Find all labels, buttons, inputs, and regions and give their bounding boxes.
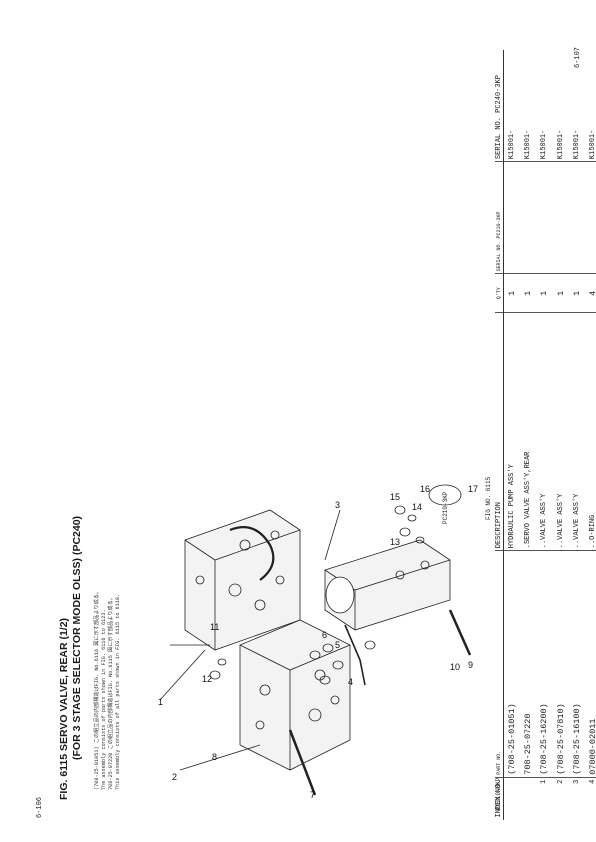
col-header-qty: Q'TY [495,273,504,313]
exploded-parts-diagram: 1 2 3 4 5 6 7 8 9 10 11 12 13 14 15 16 1… [158,484,478,800]
cell-qty: 1 [503,273,521,313]
note-line: This assembly consists of all parts show… [115,593,121,790]
cell-serial-pc240: K15001- [556,129,565,160]
callout-14: 14 [412,502,422,512]
callout-11: 11 [210,622,219,632]
left-page-number: 6-106 [36,796,44,818]
fig-no-label: FIG NO. 6115 [485,476,492,520]
cell-serial-pc240: K15001- [540,129,549,160]
col-header-serial-pc210: SERIAL NO. PC210-3KP [495,161,504,274]
cell-index [503,777,521,820]
cell-serial-pc240: K15001- [589,129,596,160]
cell-qty: 1 [568,273,585,313]
cell-index: 3 [568,777,585,820]
cell-qty: 1 [552,273,569,313]
callout-5: 5 [335,640,340,650]
cell-part-no: (708-25-16100) [568,550,585,778]
valve-body-lower [239,619,351,771]
note-line: (708-25-01051) この組立品の内部構造はFIG. No.6116 図… [94,588,100,790]
cell-description: HYDRAULIC PUMP ASS'Y [503,312,521,551]
cell-serial-pc210 [536,161,553,274]
cell-serial-pc210 [584,161,596,274]
cell-part-no: (708-25-16200) [536,550,553,778]
table-header-row: INDEX NO. PART NO. DESCRIPTION Q'TY SERI… [495,50,504,820]
cell-description: ..VALVE ASS'Y [568,312,585,551]
note-line: 708-25-07220 この組立品の内部構造はFIG. No.6115 図に示… [108,595,114,790]
right-page-number: 6-107 [574,46,582,68]
callout-6: 6 [322,630,327,640]
cell-description: .SERVO VALVE ASS'Y,REAR [520,312,537,551]
bolt-7 [288,729,317,796]
callout-1: 1 [158,697,163,707]
callout-4: 4 [348,677,353,687]
cell-qty: 4 [584,273,596,313]
callout-10: 10 [450,662,460,672]
cell-serial-pc210 [568,161,585,274]
cell-serial-pc210 [520,161,537,274]
callout-13: 13 [390,537,400,547]
callout-17: 17 [468,484,478,494]
cell-index [520,777,537,820]
bolt-9 [448,609,472,656]
callout-9: 9 [468,660,473,670]
cell-serial-pc240: K15001- [508,129,517,160]
cell-part-no: 708-25-07220 [520,550,537,778]
cell-part-no: (708-25-01051) [503,550,521,778]
cell-index: 1 [536,777,553,820]
callout-8: 8 [212,752,217,762]
figure-title-line1: FIG. 6115 SERVO VALVE, REAR (1/2) [58,617,70,800]
callout-2: 2 [172,772,177,782]
cell-serial-pc240: K15001- [524,129,533,160]
col-header-description: DESCRIPTION [495,312,504,551]
callout-15: 15 [390,492,400,502]
o-ring-17 [428,484,462,506]
parts-list: FIG NO. 6115 INDEX NO. PART NO. DESCRIPT… [485,50,596,820]
cell-description: ..O-RING [584,312,596,551]
col-header-serial-pc240: SERIAL NO. PC240-3KP [495,50,504,162]
cell-part-no: (708-25-07810) [552,550,569,778]
parts-table: INDEX NO. PART NO. DESCRIPTION Q'TY SERI… [495,50,596,820]
right-footer-model: PC210-3KP [495,777,502,810]
cell-description: ..VALVE ASS'Y [552,312,569,551]
solenoid-valve [324,539,451,686]
cell-part-no: 07000-02011 [584,550,596,778]
note-line: The assembly consists of parts shown in … [101,609,107,790]
figure-notes: (708-25-01051) この組立品の内部構造はFIG. No.6116 図… [94,589,122,790]
figure-title-line2: (FOR 3 STAGE SELECTOR MODE OLSS) (PC240) [71,515,83,760]
callout-16: 16 [420,484,430,494]
figure-title: FIG. 6115 SERVO VALVE, REAR (1/2) (FOR 3… [58,516,84,800]
cell-qty: 1 [536,273,553,313]
callout-12: 12 [202,674,212,684]
col-header-part-no: PART NO. [495,550,504,778]
cell-description: ..VALVE ASS'Y [536,312,553,551]
cell-qty: 1 [520,273,537,313]
table-row: 407000-02011..O-RING4K15001- [584,50,596,820]
cell-serial-pc210 [552,161,569,274]
cell-index: 2 [552,777,569,820]
cell-serial-pc210 [503,161,521,274]
cell-index: 4 [584,777,596,820]
callout-7: 7 [310,790,315,800]
callout-3: 3 [335,500,340,510]
